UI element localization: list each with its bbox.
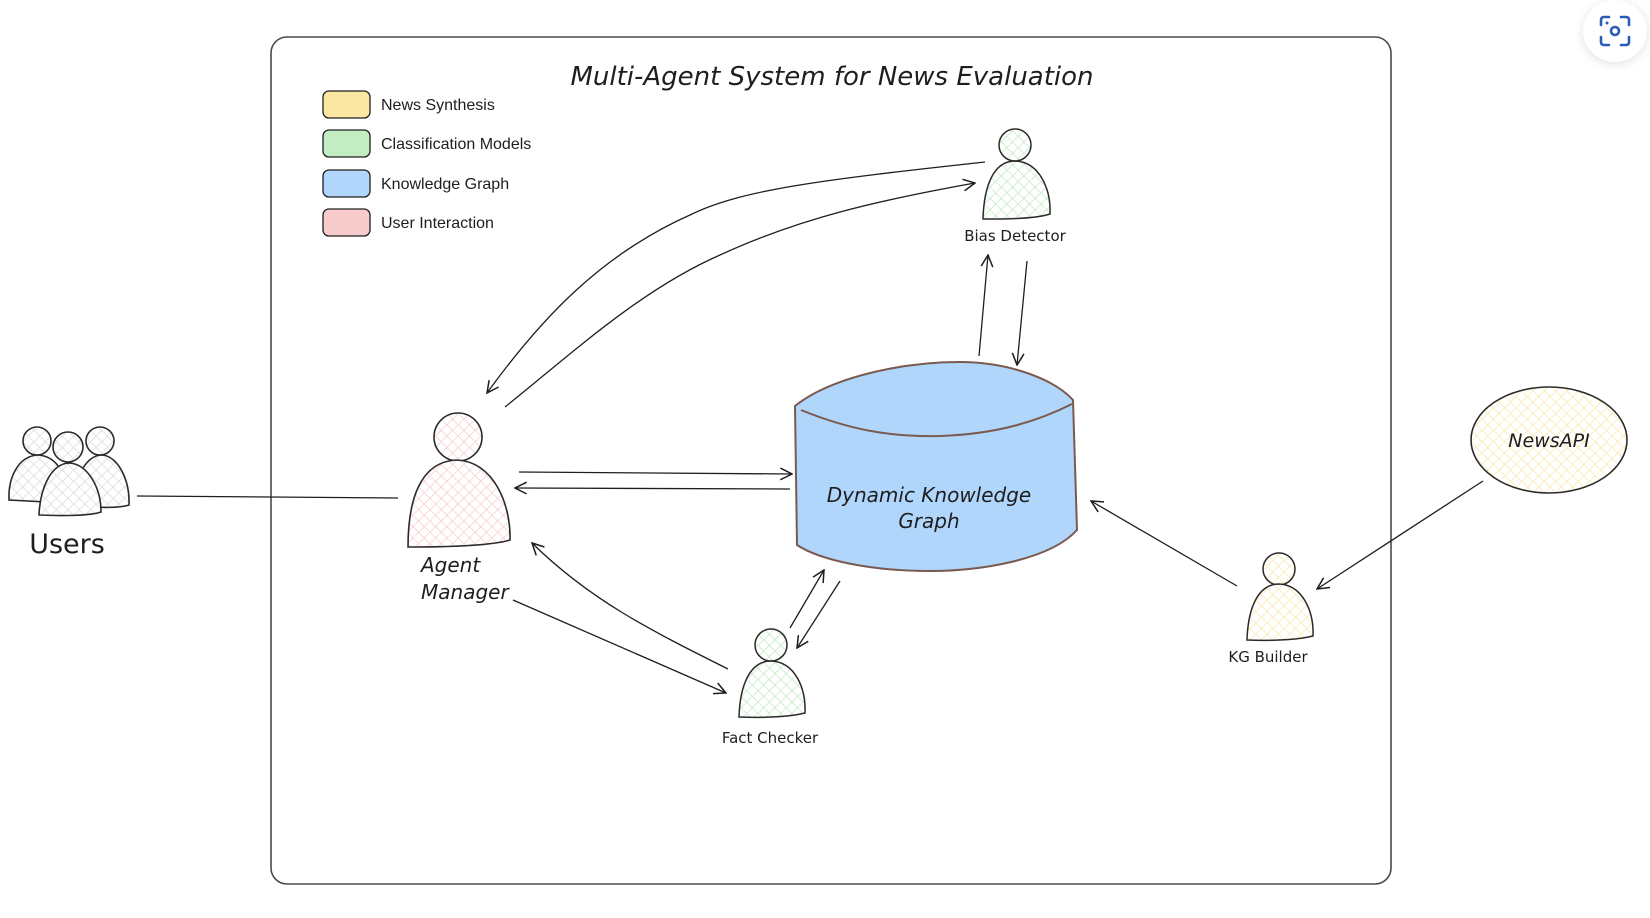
bias-detector-label: Bias Detector — [964, 227, 1066, 245]
system-boundary-frame — [270, 36, 1392, 885]
edge-users-agent-manager — [136, 495, 399, 499]
edges — [136, 161, 1484, 693]
knowledge-graph-label-line2: Graph — [898, 509, 959, 533]
agent-manager-label-line2: Manager — [421, 580, 510, 604]
edge-agent-manager-to-fact-checker — [512, 599, 726, 693]
diagram-title: Multi-Agent System for News Evaluation — [570, 62, 1093, 92]
person-icon-body — [738, 660, 806, 719]
edge-bias-detector-to-agent-manager — [487, 161, 986, 393]
edge-knowledge-graph-to-agent-manager — [515, 488, 791, 489]
edge-agent-manager-to-knowledge-graph — [518, 472, 792, 474]
legend-item-classification-models: Classification Models — [322, 129, 531, 158]
newsapi-node[interactable]: NewsAPI — [1470, 386, 1628, 494]
person-icon-body — [982, 160, 1051, 220]
person-icon-head — [433, 412, 483, 462]
legend-swatch — [322, 208, 371, 237]
edge-kg-builder-to-knowledge-graph — [1091, 501, 1238, 587]
legend: News Synthesis Classification Models Kno… — [322, 90, 531, 237]
database-cylinder-icon — [793, 360, 1079, 573]
legend-label: User Interaction — [381, 215, 494, 232]
kg-builder-node[interactable] — [1246, 552, 1314, 642]
legend-item-knowledge-graph: Knowledge Graph — [322, 169, 509, 198]
edge-knowledge-graph-to-fact-checker — [797, 580, 841, 648]
knowledge-graph-label-line1: Dynamic Knowledge — [827, 483, 1032, 507]
legend-label: Classification Models — [381, 136, 531, 153]
newsapi-label: NewsAPI — [1508, 430, 1590, 452]
agent-manager-node[interactable] — [407, 412, 511, 548]
person-icon-body — [1246, 583, 1314, 642]
edge-knowledge-graph-to-bias-detector — [978, 255, 988, 357]
edge-newsapi-to-kg-builder — [1317, 480, 1484, 589]
legend-swatch — [322, 90, 371, 119]
external-source-ellipse — [1470, 386, 1628, 494]
visual-search-button[interactable] — [1583, 0, 1647, 62]
edge-fact-checker-to-knowledge-graph — [789, 570, 824, 629]
kg-builder-label: KG Builder — [1228, 648, 1308, 666]
legend-item-user-interaction: User Interaction — [322, 208, 494, 237]
knowledge-graph-node[interactable]: Dynamic Knowledge Graph — [793, 360, 1079, 573]
visual-search-icon — [1599, 15, 1631, 47]
edge-agent-manager-to-bias-detector — [504, 183, 975, 408]
legend-item-news-synthesis: News Synthesis — [322, 90, 495, 119]
legend-swatch — [322, 169, 371, 198]
fact-checker-label: Fact Checker — [722, 729, 819, 747]
person-icon-head — [754, 628, 788, 662]
person-icon-head — [998, 128, 1032, 162]
legend-swatch — [322, 129, 371, 158]
user-icon — [38, 431, 102, 517]
edge-bias-detector-to-knowledge-graph — [1017, 260, 1028, 365]
agent-manager-label-line1: Agent — [419, 553, 481, 577]
users-node[interactable] — [8, 426, 130, 517]
person-icon-body — [407, 459, 511, 548]
bias-detector-node[interactable] — [982, 128, 1051, 220]
cylinder-top-rim — [800, 403, 1073, 438]
legend-label: News Synthesis — [381, 97, 495, 114]
legend-label: Knowledge Graph — [381, 176, 509, 193]
person-icon-head — [1262, 552, 1296, 586]
users-label: Users — [29, 529, 105, 560]
fact-checker-node[interactable] — [738, 628, 806, 719]
edge-fact-checker-to-agent-manager — [532, 543, 729, 670]
